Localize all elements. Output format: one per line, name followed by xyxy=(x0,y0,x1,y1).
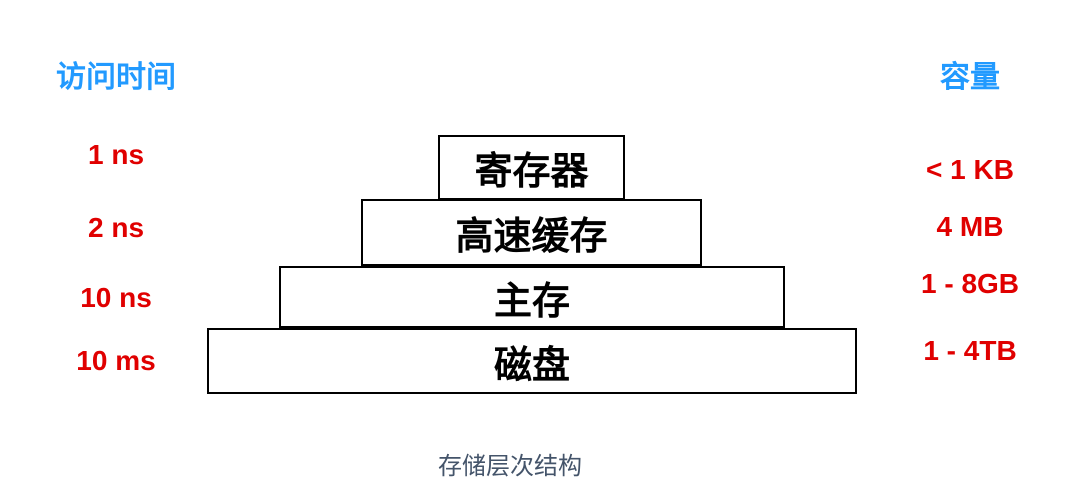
access-time-value-cache: 2 ns xyxy=(87,212,145,243)
capacity-value-disk: 1 - 4TB xyxy=(923,335,1017,366)
pyramid-level-box-main-memory: 主存 xyxy=(279,266,785,328)
level-name-main-memory: 主存 xyxy=(493,280,570,323)
access-time-header: 访问时间 xyxy=(56,61,176,94)
pyramid-level-box-disk: 磁盘 xyxy=(207,328,857,394)
access-time-value-register: 1 ns xyxy=(87,139,145,170)
level-name-register: 寄存器 xyxy=(474,151,589,193)
access-time-value-disk: 10 ms xyxy=(76,345,156,376)
capacity-value-main-memory: 1 - 8GB xyxy=(920,268,1020,299)
pyramid-level-box-register: 寄存器 xyxy=(438,135,625,200)
pyramid-level-box-cache: 高速缓存 xyxy=(361,199,702,266)
level-name-cache: 高速缓存 xyxy=(455,216,608,258)
access-time-value-main-memory: 10 ns xyxy=(80,282,152,313)
capacity-value-register: < 1 KB xyxy=(926,154,1014,185)
capacity-header: 容量 xyxy=(940,61,1000,94)
level-name-disk: 磁盘 xyxy=(493,344,570,387)
diagram-caption: 存储层次结构 xyxy=(438,453,582,480)
capacity-value-cache: 4 MB xyxy=(936,211,1004,242)
